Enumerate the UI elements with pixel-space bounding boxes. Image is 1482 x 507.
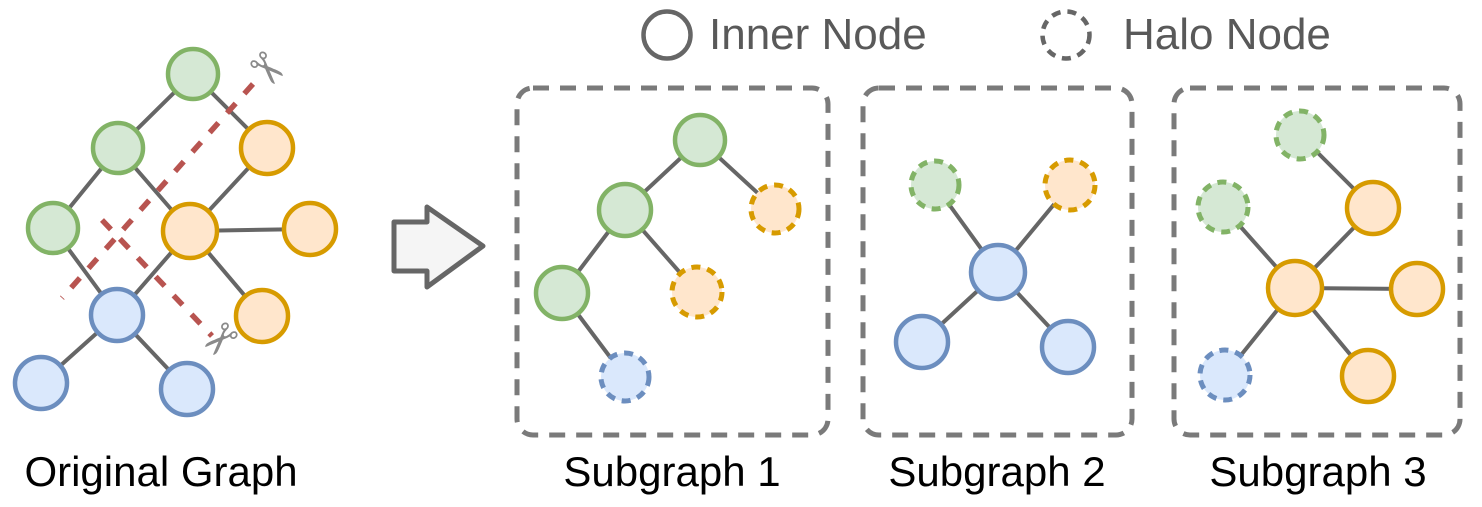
inner-node-green xyxy=(596,181,654,239)
halo-node-green xyxy=(1273,108,1327,162)
subgraph-1-label: Subgraph 1 xyxy=(563,448,781,495)
inner-node-legend-icon xyxy=(641,9,693,61)
halo-node-green xyxy=(908,158,962,212)
inner-node-blue xyxy=(12,354,70,412)
halo-node-blue xyxy=(1197,347,1253,403)
inner-node-green xyxy=(90,120,146,176)
subgraph-box-1 xyxy=(514,85,831,438)
inner-node-orange xyxy=(281,200,339,258)
halo-node-orange xyxy=(669,264,725,320)
inner-node-orange xyxy=(1344,179,1402,237)
inner-node-blue xyxy=(158,360,216,418)
subgraph-box-2 xyxy=(860,85,1135,438)
inner-node-green xyxy=(25,200,81,256)
subgraph-3-label: Subgraph 3 xyxy=(1209,448,1427,495)
halo-node-green xyxy=(1195,179,1251,235)
inner-node-orange xyxy=(233,287,291,345)
inner-node-orange xyxy=(238,119,296,177)
halo-node-orange xyxy=(1042,157,1098,213)
inner-node-green xyxy=(533,264,591,322)
inner-node-green xyxy=(165,46,221,102)
inner-node-orange xyxy=(1265,258,1325,318)
halo-node-legend-icon xyxy=(1040,9,1092,61)
arrow-right-icon xyxy=(391,204,486,290)
cut-line xyxy=(59,82,256,300)
subgraph-box-3 xyxy=(1171,85,1463,438)
inner-node-green xyxy=(672,112,728,168)
inner-node-legend-label: Inner Node xyxy=(709,10,927,59)
original-graph-label: Original Graph xyxy=(24,448,298,495)
inner-node-blue xyxy=(1039,318,1097,376)
cut-line xyxy=(100,218,214,338)
inner-node-orange xyxy=(1388,260,1446,318)
subgraph-2-label: Subgraph 2 xyxy=(888,448,1106,495)
inner-node-blue xyxy=(893,313,951,371)
inner-node-orange xyxy=(160,201,220,261)
halo-node-orange xyxy=(748,182,802,236)
inner-node-blue xyxy=(88,286,146,344)
inner-node-orange xyxy=(1339,347,1397,405)
halo-node-blue xyxy=(598,350,652,404)
inner-node-blue xyxy=(968,242,1028,302)
halo-node-legend-label: Halo Node xyxy=(1123,10,1331,59)
